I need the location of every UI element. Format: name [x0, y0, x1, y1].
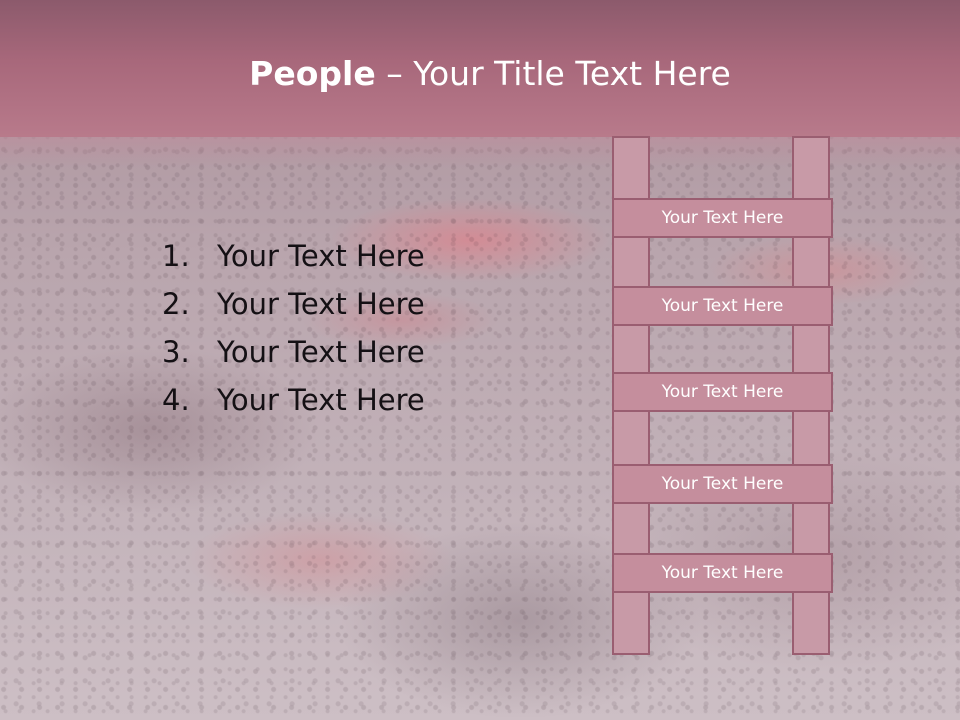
- rung-label: Your Text Here: [661, 382, 784, 402]
- rung-label: Your Text Here: [661, 296, 784, 316]
- ladder-rung[interactable]: Your Text Here: [612, 553, 833, 593]
- list-number: 4.: [162, 383, 190, 417]
- ladder-rung[interactable]: Your Text Here: [612, 372, 833, 412]
- list-item: 4. Your Text Here: [162, 376, 425, 424]
- list-text: Your Text Here: [217, 383, 425, 417]
- list-number: 2.: [162, 287, 190, 321]
- slide-title[interactable]: People – Your Title Text Here: [0, 50, 960, 98]
- list-item: 3. Your Text Here: [162, 328, 425, 376]
- list-text: Your Text Here: [217, 335, 425, 369]
- list-item: 1. Your Text Here: [162, 232, 425, 280]
- title-rest: – Your Title Text Here: [375, 54, 731, 93]
- rung-label: Your Text Here: [661, 474, 784, 494]
- list-number: 1.: [162, 239, 190, 273]
- numbered-list[interactable]: 1. Your Text Here 2. Your Text Here 3. Your…: [162, 232, 425, 424]
- rung-label: Your Text Here: [661, 208, 784, 228]
- title-bar: [0, 0, 960, 137]
- ladder-rung[interactable]: Your Text Here: [612, 198, 833, 238]
- ladder-rung[interactable]: Your Text Here: [612, 464, 833, 504]
- list-number: 3.: [162, 335, 190, 369]
- list-text: Your Text Here: [217, 239, 425, 273]
- ladder-rung[interactable]: Your Text Here: [612, 286, 833, 326]
- rung-label: Your Text Here: [661, 563, 784, 583]
- title-bold: People: [249, 54, 376, 93]
- ladder-diagram: Your Text Here Your Text Here Your Text …: [612, 136, 833, 657]
- list-item: 2. Your Text Here: [162, 280, 425, 328]
- list-text: Your Text Here: [217, 287, 425, 321]
